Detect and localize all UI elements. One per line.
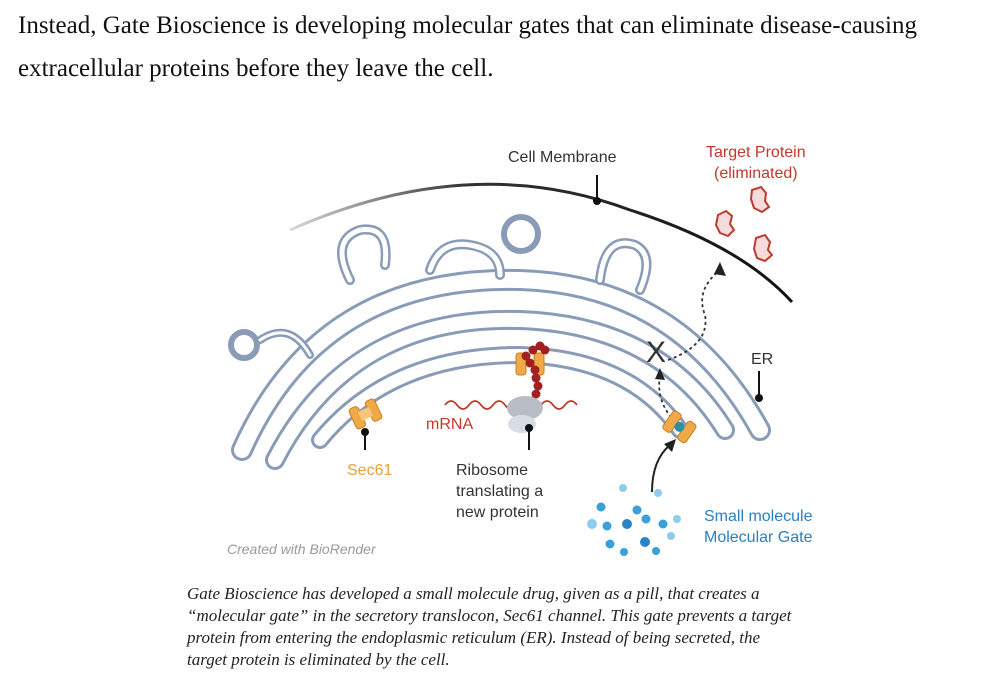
er-membranes (228, 214, 771, 470)
nascent-protein-chain (521, 341, 550, 406)
intro-line: Instead, Gate Bioscience is developing m… (18, 12, 917, 39)
sec61-label: Sec61 (347, 462, 393, 479)
intro-line: extracellular proteins before they leave… (18, 55, 494, 82)
molecular-gate-label: Molecular Gate (704, 529, 813, 546)
er-pointer-dot (755, 394, 763, 402)
blocked-arrowhead (655, 368, 665, 380)
export-path (667, 269, 721, 361)
er-label: ER (751, 351, 774, 368)
cell-membrane-label: Cell Membrane (508, 149, 617, 166)
target-protein-icon (752, 233, 774, 263)
small-molecule-dots (587, 484, 681, 556)
blocked-mark: X (646, 336, 667, 369)
target-protein-sublabel: (eliminated) (714, 165, 798, 182)
target-protein-icon (749, 185, 771, 214)
ribosome-label: Ribosome (456, 462, 529, 479)
sec61-channel-gated (662, 410, 697, 444)
gate-binding-arrow (651, 444, 671, 493)
ribosome-pointer-dot (525, 424, 533, 432)
export-arrowhead (714, 262, 726, 276)
figure-caption: Gate Bioscience has developed a small mo… (187, 583, 867, 671)
caption-line: target protein is eliminated by the cell… (187, 650, 450, 669)
target-protein-label: Target Protein (706, 144, 806, 161)
ribosome-label-line3: new protein (456, 504, 539, 521)
intro-paragraph: Instead, Gate Bioscience is developing m… (18, 4, 983, 90)
caption-line: “molecular gate” in the secretory transl… (187, 606, 792, 625)
cell-membrane (289, 182, 794, 304)
small-molecule-label: Small molecule (704, 508, 813, 525)
biorender-credit: Created with BioRender (227, 541, 376, 557)
sec61-pointer-dot (361, 428, 369, 436)
diagram-figure: Cell Membrane Target Protein (eliminated… (200, 130, 860, 570)
ribosome-label-line2: translating a (456, 483, 544, 500)
target-protein-icon (714, 209, 736, 238)
mrna-label: mRNA (426, 416, 474, 433)
er-diagram (228, 175, 794, 556)
caption-line: protein from entering the endoplasmic re… (187, 628, 760, 647)
sec61-channel-left (348, 398, 383, 430)
caption-line: Gate Bioscience has developed a small mo… (187, 584, 760, 603)
ribosome (507, 396, 543, 433)
gate-binding-arrowhead (664, 439, 676, 452)
target-protein-icons (714, 185, 774, 263)
